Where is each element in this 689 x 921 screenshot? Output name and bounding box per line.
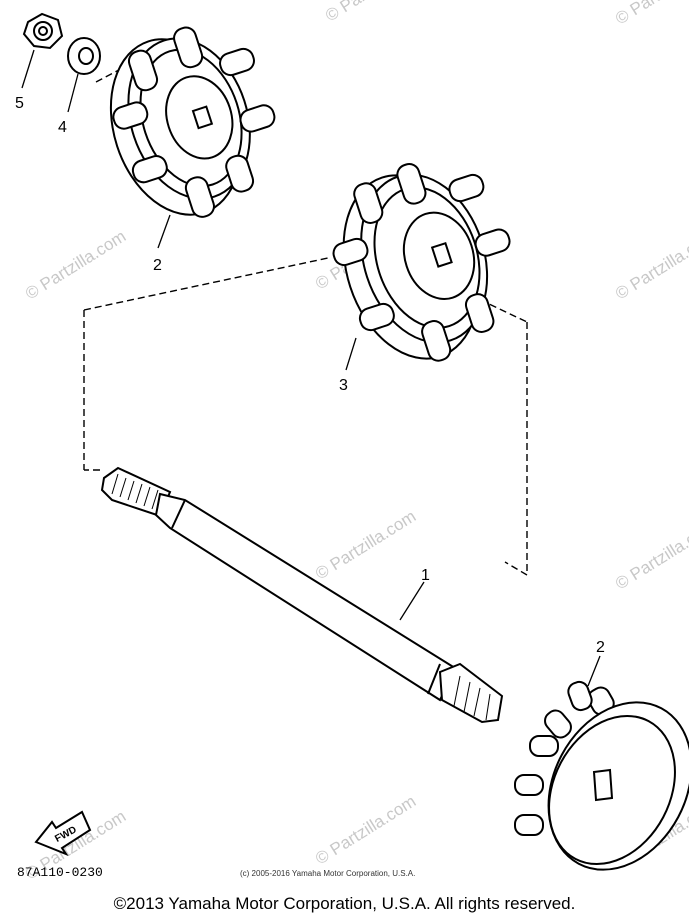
drive-shaft[interactable] [100,466,504,724]
callout-nut: 5 [15,95,24,112]
small-notice: (c) 2005-2016 Yamaha Motor Corporation, … [240,869,415,878]
callout-washer: 4 [58,119,67,136]
watermark: © Partzilla.com [612,227,689,304]
watermark: © Partzilla.com [612,0,689,28]
washer[interactable] [67,37,101,75]
leader-line [587,655,601,687]
watermark: © Partzilla.com [22,227,129,304]
leader-line [345,337,357,371]
callout-sprocket-upper: 2 [153,257,162,274]
sprocket-lower[interactable] [514,677,689,894]
leader-line [67,73,79,113]
callout-sprocket-lower: 2 [596,639,605,656]
sprocket-middle[interactable] [314,141,538,382]
leader-line [157,214,171,249]
watermark: © Partzilla.com [322,0,429,25]
leader-line [21,49,35,89]
callout-shaft: 1 [421,567,430,584]
sprocket-upper[interactable] [89,10,298,236]
fwd-arrow-icon: FWD [34,810,92,857]
watermark: © Partzilla.com [312,507,419,584]
copyright-notice: ©2013 Yamaha Motor Corporation, U.S.A. A… [113,894,576,913]
callout-sprocket-middle: 3 [339,377,348,394]
diagram-code: 87A110-0230 [17,865,103,880]
watermark: © Partzilla.com [312,792,419,869]
nut[interactable] [22,12,64,50]
watermark: © Partzilla.com [612,517,689,594]
leader-line [399,581,425,621]
